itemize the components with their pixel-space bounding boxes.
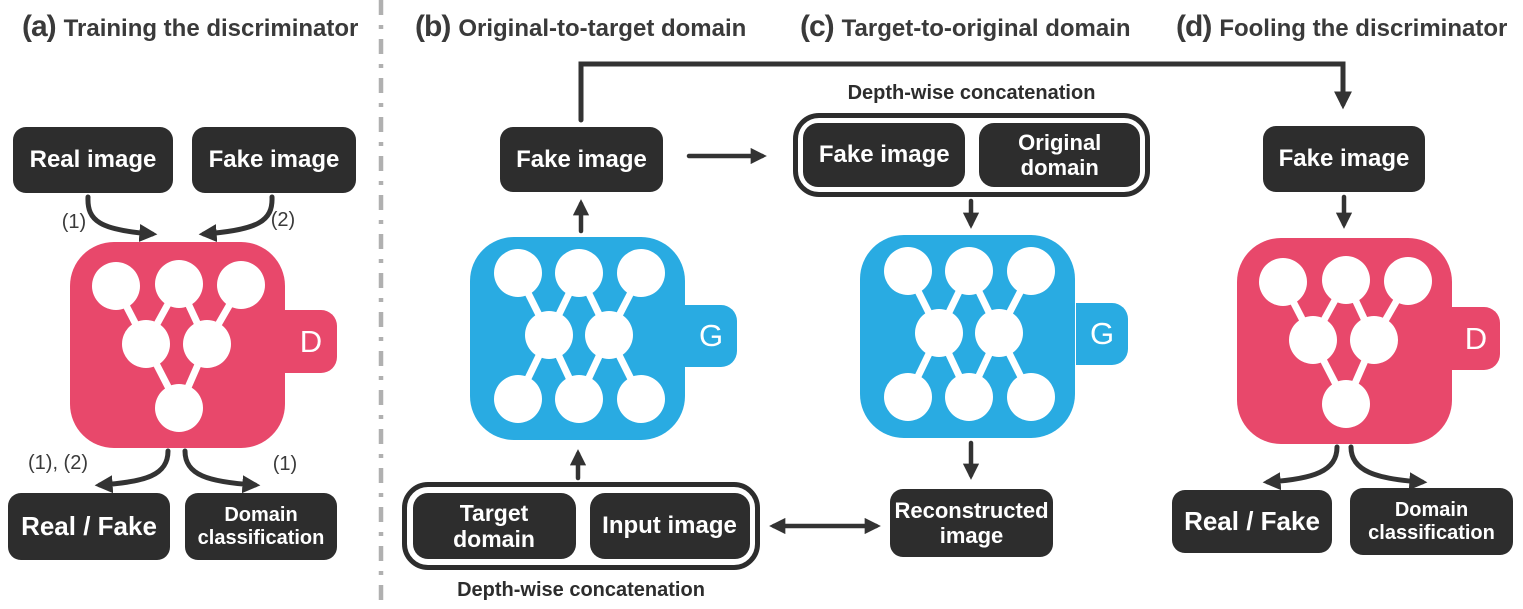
input-image-box: Input image [589, 493, 750, 559]
real-image-box: Real image [13, 127, 173, 193]
discriminator-letter-d: D [1464, 320, 1488, 356]
panel-d-title: (d) Fooling the discriminator [1176, 10, 1507, 44]
reconstructed-image-box: Reconstructed image [890, 489, 1053, 557]
generator-letter-b: G [698, 318, 724, 353]
fake-image-box-c: Fake image [803, 123, 966, 187]
arrow-d-to-domaincls2 [1348, 444, 1428, 491]
concat-container-c: Fake image Original domain [793, 113, 1150, 197]
real-fake-box-d: Real / Fake [1172, 490, 1332, 553]
panel-c-title: (c) Target-to-original domain [800, 10, 1131, 44]
arrow-d-to-realfake2 [1262, 444, 1340, 491]
output-label-right: (1) [272, 453, 298, 475]
generator-nodes-icon [494, 249, 665, 423]
discriminator-tab-a: D [285, 310, 337, 373]
generator-tab-c: G [1076, 303, 1128, 365]
generator-letter-c: G [1089, 316, 1115, 351]
concat-container-b: Target domain Input image [402, 482, 760, 570]
generator-network-b [470, 237, 685, 440]
domain-classification-box-a: Domain classification [185, 493, 337, 560]
input-label-2: (2) [270, 209, 296, 231]
fake-image-box-d: Fake image [1263, 126, 1425, 192]
fake-image-box-b: Fake image [500, 127, 663, 192]
panel-c-name: Target-to-original domain [841, 15, 1131, 42]
discriminator-letter-a: D [299, 323, 323, 359]
panel-d-tag: (d) [1176, 10, 1212, 43]
panel-d-name: Fooling the discriminator [1219, 15, 1508, 42]
generator-network-c [860, 235, 1075, 438]
discriminator-network-a [70, 242, 285, 448]
discriminator-network-d [1237, 238, 1452, 444]
output-label-left: (1), (2) [28, 452, 88, 474]
concat-caption-c: Depth-wise concatenation [847, 82, 1096, 104]
panel-b-title: (b) Original-to-target domain [415, 10, 746, 44]
input-label-1: (1) [61, 211, 87, 233]
target-domain-box: Target domain [412, 493, 576, 559]
discriminator-tab-d: D [1452, 307, 1500, 370]
generator-tab-b: G [685, 305, 737, 367]
panel-c-tag: (c) [800, 10, 835, 43]
discriminator-nodes-icon [1259, 256, 1432, 428]
fake-image-box-a: Fake image [192, 127, 356, 193]
generator-nodes-icon [884, 247, 1055, 421]
panel-a-title: (a) Training the discriminator [22, 10, 358, 44]
real-fake-box-a: Real / Fake [8, 493, 170, 560]
original-domain-box: Original domain [979, 123, 1140, 187]
concat-caption-b: Depth-wise concatenation [457, 579, 705, 601]
arrow-d-to-domaincls [182, 448, 261, 494]
domain-classification-box-d: Domain classification [1350, 488, 1513, 555]
panel-b-name: Original-to-target domain [458, 15, 747, 42]
arrow-d-to-realfake [94, 448, 171, 494]
panel-b-tag: (b) [415, 10, 451, 43]
panel-a-tag: (a) [22, 10, 57, 43]
discriminator-nodes-icon [92, 260, 265, 432]
panel-a-name: Training the discriminator [63, 15, 359, 42]
